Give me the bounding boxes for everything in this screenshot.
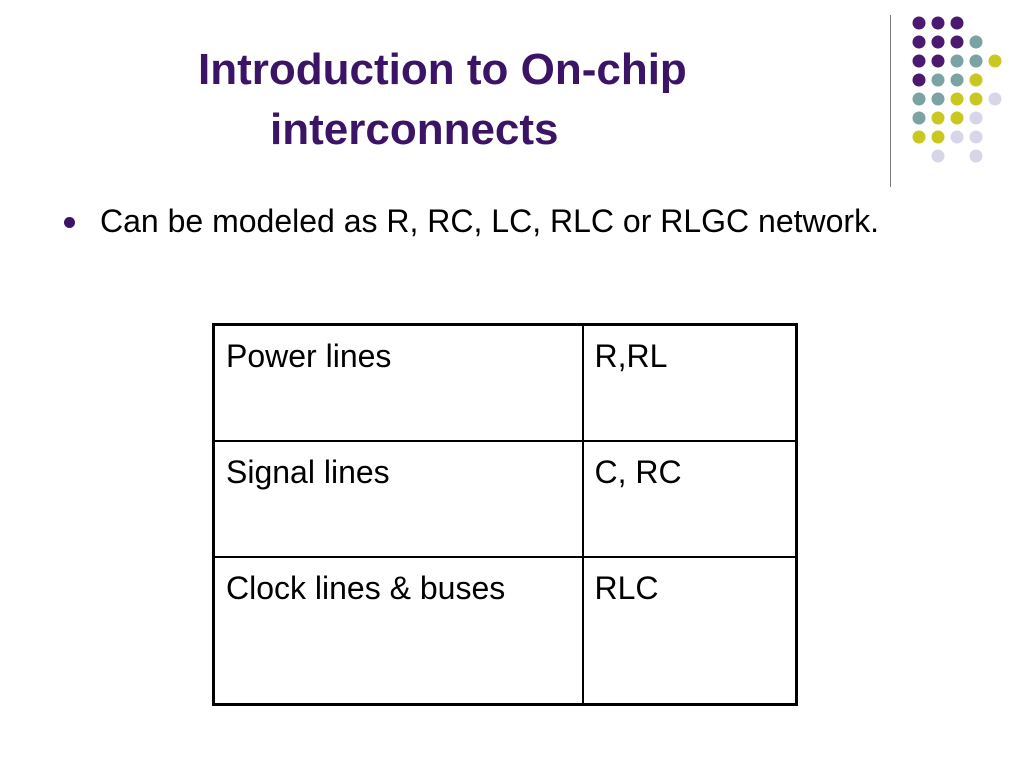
bullet-item: Can be modeled as R, RC, LC, RLC or RLGC… [62, 198, 882, 244]
slide-title: Introduction to On-chip interconnects [198, 40, 838, 160]
dot-purple [912, 16, 926, 30]
dot-lavender [931, 149, 945, 163]
table-cell-line-type: Signal lines [212, 440, 584, 558]
title-divider-line [890, 15, 891, 187]
dot-teal [950, 73, 964, 87]
dot-yellow [950, 92, 964, 106]
table-cell-line-type: Clock lines & buses [212, 556, 584, 706]
table-cell-model: C, RC [581, 440, 798, 558]
dot-yellow [950, 111, 964, 125]
dot-purple [931, 35, 945, 49]
dot-yellow [969, 73, 983, 87]
dot-purple [912, 54, 926, 68]
dot-lavender [950, 130, 964, 144]
table-cell-model: R,RL [581, 323, 798, 442]
dot-yellow [988, 54, 1002, 68]
dot-lavender [969, 130, 983, 144]
dot-yellow [931, 111, 945, 125]
slide-title-line-2: interconnects [270, 105, 559, 154]
bullet-list: Can be modeled as R, RC, LC, RLC or RLGC… [62, 198, 882, 244]
table-row: Power lines R,RL [212, 323, 798, 442]
dot-purple [912, 35, 926, 49]
table-cell-line-type: Power lines [212, 323, 584, 442]
table-row: Signal lines C, RC [212, 440, 798, 558]
dot-grid-icon [912, 16, 1002, 163]
dot-lavender [969, 149, 983, 163]
dot-purple [931, 16, 945, 30]
bullet-dot-icon [64, 217, 75, 228]
dot-purple [950, 16, 964, 30]
slide-title-line-1: Introduction to On-chip [198, 45, 687, 94]
dot-teal [969, 35, 983, 49]
table-cell-model: RLC [581, 556, 798, 706]
dot-purple [950, 35, 964, 49]
dot-purple [931, 54, 945, 68]
dot-yellow [931, 130, 945, 144]
dot-teal [912, 92, 926, 106]
dot-yellow [912, 130, 926, 144]
dot-teal [950, 54, 964, 68]
dot-teal [931, 73, 945, 87]
table-row: Clock lines & buses RLC [212, 556, 798, 706]
bullet-text: Can be modeled as R, RC, LC, RLC or RLGC… [100, 203, 879, 239]
dot-purple [912, 73, 926, 87]
dot-lavender [969, 111, 983, 125]
interconnect-table: Power lines R,RL Signal lines C, RC Cloc… [212, 323, 798, 706]
dot-teal [912, 111, 926, 125]
dot-teal [931, 92, 945, 106]
dot-teal [969, 54, 983, 68]
dot-yellow [969, 92, 983, 106]
dot-lavender [988, 92, 1002, 106]
